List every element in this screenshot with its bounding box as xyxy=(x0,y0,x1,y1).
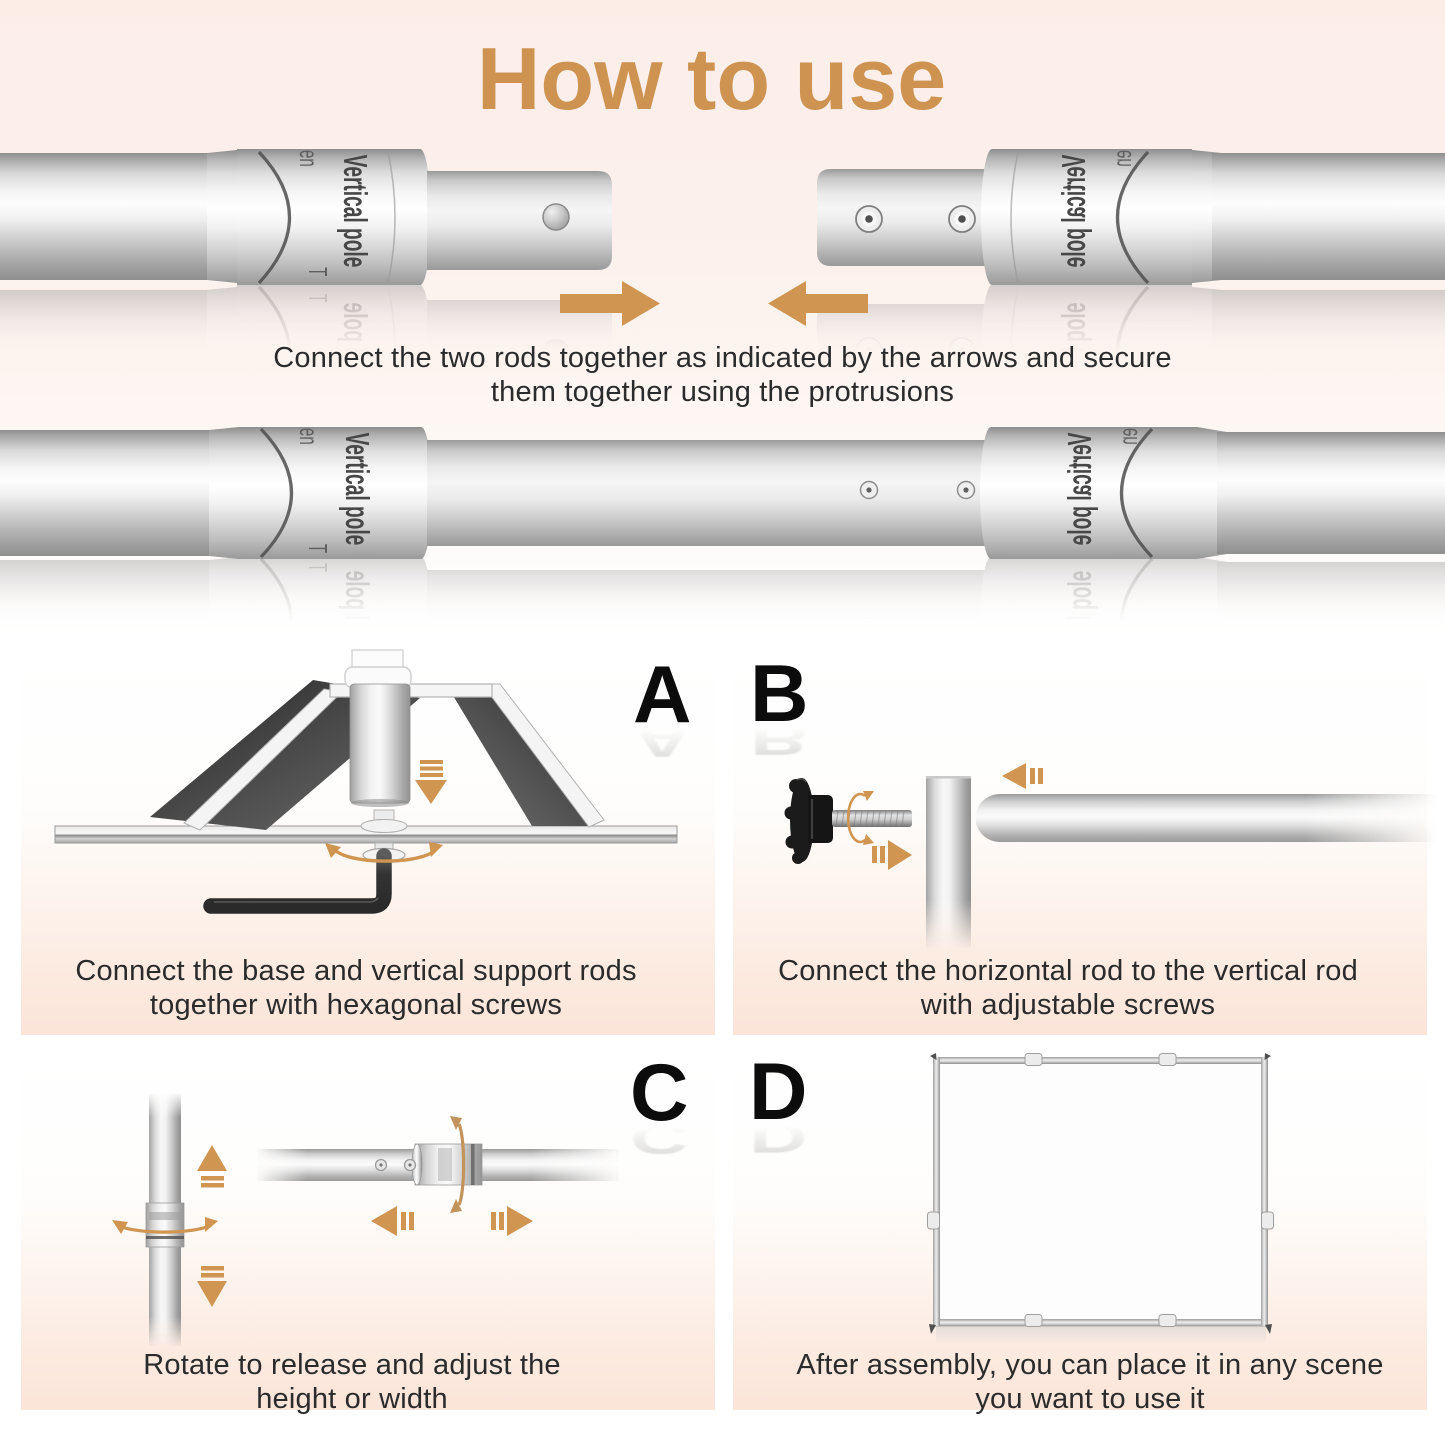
svg-text:Vertical pole: Vertical pole xyxy=(1056,155,1093,268)
svg-text:T: T xyxy=(303,544,332,553)
svg-text:en: en xyxy=(294,428,323,445)
svg-text:en: en xyxy=(294,150,323,167)
svg-text:Vertical pole: Vertical pole xyxy=(337,155,374,268)
svg-text:T: T xyxy=(303,267,332,276)
svg-text:en: en xyxy=(1114,428,1143,445)
svg-text:en: en xyxy=(1108,150,1137,167)
svg-text:Vertical pole: Vertical pole xyxy=(1062,433,1099,546)
svg-text:Vertical pole: Vertical pole xyxy=(339,433,376,546)
